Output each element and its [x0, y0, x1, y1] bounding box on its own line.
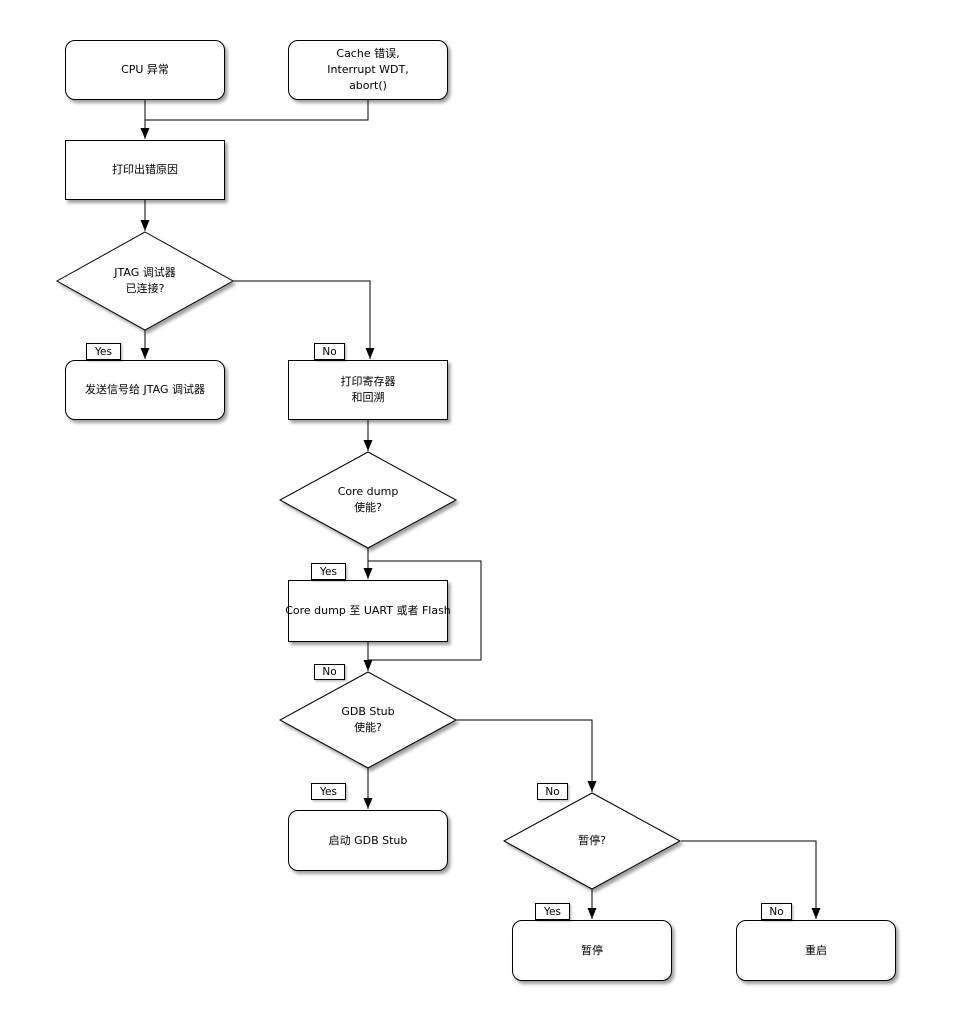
- node-print-error[interactable]: 打印出错原因: [65, 140, 225, 200]
- node-text-line: 启动 GDB Stub: [328, 833, 408, 847]
- node-text-line: GDB Stub: [341, 705, 395, 718]
- edge-halt-no-branch: [681, 840, 821, 919]
- node-text-line: Core dump: [337, 485, 399, 498]
- node-cache-error[interactable]: Cache 错误, Interrupt WDT, abort(): [288, 40, 448, 100]
- node-print-registers[interactable]: 打印寄存器和回溯: [288, 360, 448, 420]
- decision-shape-halt-question[interactable]: [502, 792, 682, 890]
- node-start-gdbstub[interactable]: 启动 GDB Stub: [288, 810, 448, 871]
- decision-shape-gdbstub-enabled[interactable]: [278, 671, 458, 769]
- node-text-line: CPU 异常: [121, 63, 169, 76]
- edge-label-halt-yes: Yes: [535, 903, 570, 920]
- node-text-line: 暂停?: [578, 834, 606, 847]
- node-halt[interactable]: 暂停: [512, 920, 672, 981]
- node-reboot[interactable]: 重启: [736, 920, 896, 981]
- node-text-line: 和回溯: [351, 391, 385, 404]
- node-coredump-output[interactable]: Core dump 至 UART 或者 Flash: [285, 580, 451, 642]
- node-text-line: Interrupt WDT,: [327, 63, 409, 76]
- node-text-line: abort(): [349, 79, 387, 92]
- edge-label-halt-no: No: [761, 903, 792, 920]
- edge-label-jtag-yes: Yes: [86, 343, 121, 360]
- edge-label-jtag-no: No: [314, 343, 345, 360]
- node-jtag-connected: JTAG 调试器已连接?: [114, 265, 175, 297]
- node-text-line: 打印寄存器: [340, 375, 396, 388]
- edge-label-gdb-yes: Yes: [311, 783, 346, 800]
- node-text-line: 发送信号给 JTAG 调试器: [85, 383, 205, 396]
- node-text-line: 重启: [805, 943, 827, 957]
- edge-label-gdb-no: No: [537, 783, 568, 800]
- edge-coredump-no-bypass: [368, 560, 482, 661]
- node-text-line: Core dump 至 UART 或者 Flash: [285, 604, 451, 617]
- node-gdbstub-enabled: GDB Stub 使能?: [341, 704, 394, 736]
- node-text-line: JTAG 调试器: [114, 266, 176, 279]
- node-text-line: Cache 错误,: [336, 47, 400, 60]
- node-signal-jtag[interactable]: 发送信号给 JTAG 调试器: [65, 360, 225, 420]
- edge-gdb-no-branch: [456, 719, 597, 792]
- node-text-line: 使能?: [354, 721, 382, 734]
- edge-label-coredump-no: No: [314, 664, 345, 680]
- node-text-line: 已连接?: [125, 282, 165, 295]
- decision-shape-coredump-enabled[interactable]: [278, 451, 458, 549]
- edge-label-coredump-yes: Yes: [311, 563, 346, 580]
- node-text-line: 打印出错原因: [112, 163, 178, 176]
- decision-shape-jtag-connected[interactable]: [55, 231, 235, 331]
- node-text-line: 使能?: [354, 501, 382, 514]
- edge-jtag-no-branch: [233, 280, 375, 359]
- node-cpu-exception[interactable]: CPU 异常: [65, 40, 225, 100]
- node-halt-question: 暂停?: [578, 833, 606, 849]
- node-coredump-enabled: Core dump 使能?: [338, 484, 399, 516]
- edge-cache-join: [145, 100, 369, 121]
- node-text-line: 暂停: [581, 943, 603, 957]
